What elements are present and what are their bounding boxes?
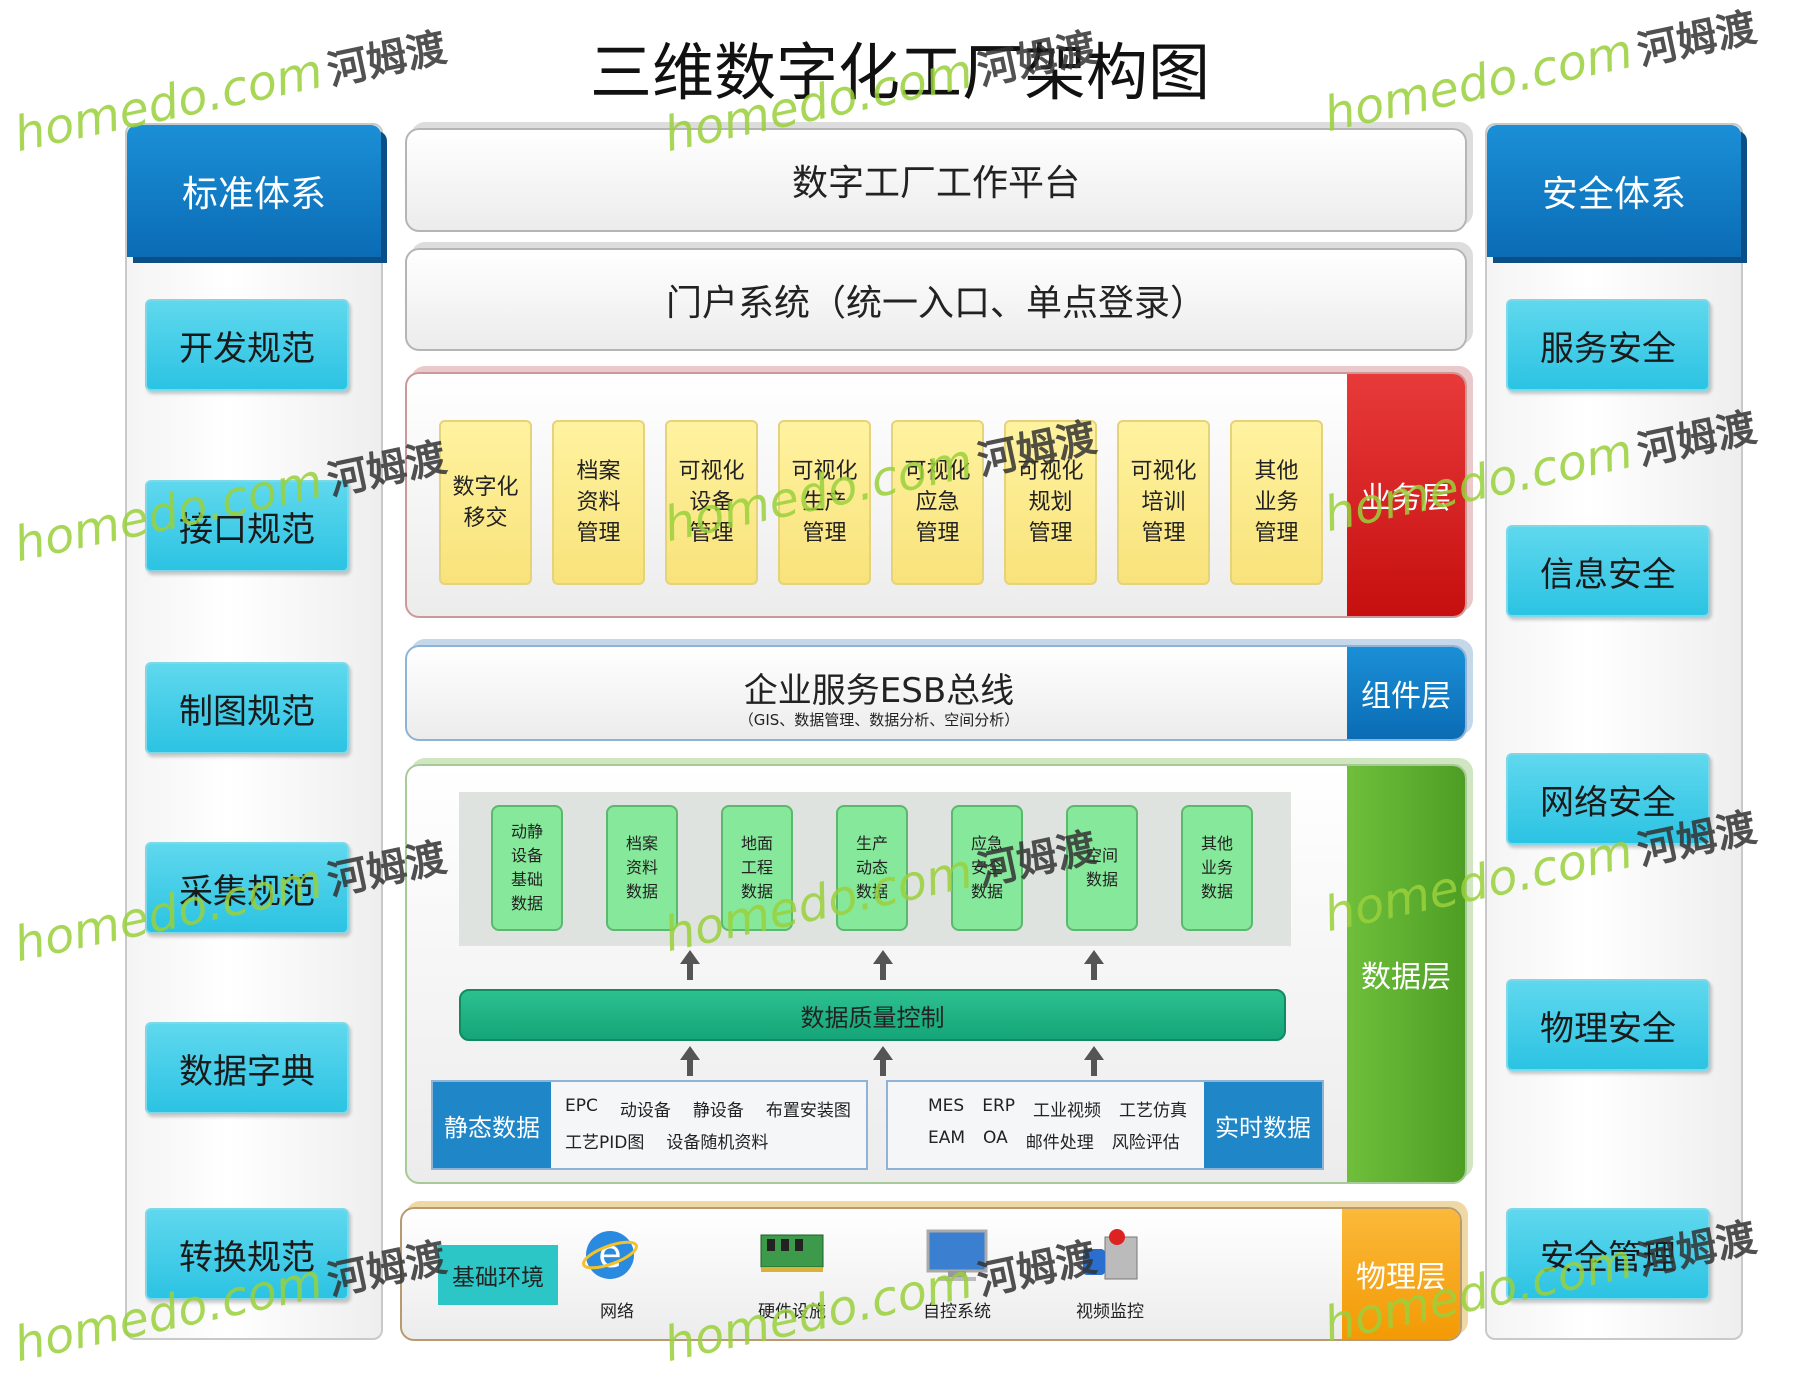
security-item: 安全管理 bbox=[1506, 1208, 1710, 1300]
base-environment: 基础环境 bbox=[438, 1245, 558, 1305]
business-module-label: 档案 资料 管理 bbox=[576, 459, 621, 546]
platform-label: 数字工厂工作平台 bbox=[791, 163, 1080, 204]
standard-item: 制图规范 bbox=[145, 662, 349, 754]
standard-item: 开发规范 bbox=[145, 299, 349, 391]
business-module: 其他 业务 管理 bbox=[1230, 420, 1323, 585]
standard-item: 采集规范 bbox=[145, 842, 349, 934]
security-header: 安全体系 bbox=[1487, 125, 1741, 257]
up-arrow-icon bbox=[680, 950, 700, 980]
up-arrow-icon bbox=[873, 950, 893, 980]
data-module: 空间 数据 bbox=[1066, 805, 1138, 931]
physical-item-label: 硬件设施 bbox=[758, 1302, 826, 1322]
data-module-label: 动静 设备 基础 数据 bbox=[510, 822, 543, 913]
data-source-item: EPC bbox=[565, 1096, 598, 1116]
business-module: 可视化 设备 管理 bbox=[665, 420, 758, 585]
svg-text:e: e bbox=[598, 1232, 621, 1276]
business-module-label: 可视化 生产 管理 bbox=[791, 459, 858, 546]
component-layer: 企业服务ESB总线 （GIS、数据管理、数据分析、空间分析） 组件层 bbox=[405, 645, 1467, 741]
data-source-item: 静设备 bbox=[692, 1101, 744, 1121]
platform-bar: 数字工厂工作平台 bbox=[405, 128, 1467, 232]
data-module-label: 应急 安全 数据 bbox=[970, 834, 1003, 901]
standard-item: 转换规范 bbox=[145, 1208, 349, 1300]
video-surveillance-icon bbox=[1075, 1227, 1145, 1287]
data-module-label: 其他 业务 数据 bbox=[1200, 834, 1233, 901]
data-module-label: 地面 工程 数据 bbox=[740, 834, 773, 901]
data-layer-tag: 数据层 bbox=[1347, 766, 1465, 1182]
business-module-label: 可视化 规划 管理 bbox=[1017, 459, 1084, 546]
esb-title: 企业服务ESB总线 bbox=[743, 671, 1015, 711]
data-source-item: 设备随机资料 bbox=[666, 1133, 769, 1153]
security-item: 物理安全 bbox=[1506, 979, 1710, 1071]
physical-layer-tag: 物理层 bbox=[1342, 1209, 1460, 1339]
up-arrow-icon bbox=[1084, 950, 1104, 980]
data-module: 其他 业务 数据 bbox=[1181, 805, 1253, 931]
business-layer-tag: 业务层 bbox=[1347, 374, 1465, 616]
page-title: 三维数字化工厂架构图 bbox=[589, 36, 1210, 109]
physical-item-label: 网络 bbox=[600, 1302, 634, 1322]
business-module: 可视化 生产 管理 bbox=[778, 420, 871, 585]
realtime-data-box: 实时数据 MES ERP 工业视频工艺仿真 EAM OA 邮件处理风险评估 bbox=[886, 1080, 1324, 1170]
business-module-label: 可视化 设备 管理 bbox=[678, 459, 745, 546]
physical-item-label: 视频监控 bbox=[1076, 1302, 1144, 1322]
hardware-icon bbox=[757, 1227, 827, 1281]
data-source-item: 动设备 bbox=[619, 1101, 671, 1121]
static-data-label: 静态数据 bbox=[433, 1082, 551, 1168]
physical-layer: 基础环境 e 网络 硬件设施 自控系统 视频监控 物理层 bbox=[400, 1207, 1462, 1341]
network-icon: e bbox=[582, 1227, 638, 1287]
business-module: 可视化 规划 管理 bbox=[1004, 420, 1097, 585]
data-module: 动静 设备 基础 数据 bbox=[491, 805, 563, 931]
standard-item: 接口规范 bbox=[145, 480, 349, 572]
component-layer-tag: 组件层 bbox=[1347, 647, 1465, 739]
data-source-item: 邮件处理 bbox=[1025, 1133, 1094, 1153]
business-module: 数字化 移交 bbox=[439, 420, 532, 585]
data-items-panel: 动静 设备 基础 数据 档案 资料 数据 地面 工程 数据 生产 动态 数据 应急 安全… bbox=[459, 792, 1291, 946]
esb-subtitle: （GIS、数据管理、数据分析、空间分析） bbox=[738, 711, 1020, 729]
data-source-item: 工艺仿真 bbox=[1119, 1101, 1188, 1121]
data-source-item: OA bbox=[983, 1128, 1008, 1148]
data-source-item: 工艺PID图 bbox=[565, 1133, 645, 1153]
data-module: 地面 工程 数据 bbox=[721, 805, 793, 931]
data-source-item: ERP bbox=[982, 1096, 1016, 1116]
data-module: 应急 安全 数据 bbox=[951, 805, 1023, 931]
business-module-label: 数字化 移交 bbox=[452, 474, 519, 531]
data-module: 档案 资料 数据 bbox=[606, 805, 678, 931]
data-module: 生产 动态 数据 bbox=[836, 805, 908, 931]
standard-item: 数据字典 bbox=[145, 1022, 349, 1114]
business-layer: 数字化 移交 档案 资料 管理 可视化 设备 管理可视化 生产 管理可视化 应急 管… bbox=[405, 372, 1467, 618]
data-source-item: EAM bbox=[928, 1128, 966, 1148]
business-module-label: 可视化 应急 管理 bbox=[904, 459, 971, 546]
security-item: 信息安全 bbox=[1506, 525, 1710, 617]
portal-bar: 门户系统（统一入口、单点登录） bbox=[405, 248, 1467, 351]
data-module-label: 生产 动态 数据 bbox=[855, 834, 888, 901]
up-arrow-icon bbox=[680, 1046, 700, 1076]
control-system-icon bbox=[922, 1227, 992, 1287]
data-quality-control: 数据质量控制 bbox=[459, 989, 1286, 1041]
data-source-item: 布置安装图 bbox=[765, 1101, 851, 1121]
data-source-item: MES bbox=[928, 1096, 965, 1116]
realtime-data-label: 实时数据 bbox=[1204, 1082, 1322, 1168]
static-data-box: 静态数据 EPC 动设备 静设备 布置安装图 工艺PID图 设备随机资料 bbox=[431, 1080, 868, 1170]
business-module: 可视化 应急 管理 bbox=[891, 420, 984, 585]
up-arrow-icon bbox=[1084, 1046, 1104, 1076]
business-module-label: 可视化 培训 管理 bbox=[1130, 459, 1197, 546]
data-source-item: 工业视频 bbox=[1033, 1101, 1102, 1121]
business-module: 档案 资料 管理 bbox=[552, 420, 645, 585]
security-item: 网络安全 bbox=[1506, 753, 1710, 845]
business-module-label: 其他 业务 管理 bbox=[1254, 459, 1299, 546]
up-arrow-icon bbox=[873, 1046, 893, 1076]
standards-header: 标准体系 bbox=[127, 125, 381, 257]
portal-label: 门户系统（统一入口、单点登录） bbox=[665, 282, 1206, 324]
physical-item-label: 自控系统 bbox=[923, 1302, 991, 1322]
security-item: 服务安全 bbox=[1506, 299, 1710, 391]
data-module-label: 档案 资料 数据 bbox=[625, 834, 658, 901]
data-module-label: 空间 数据 bbox=[1085, 846, 1118, 889]
data-source-item: 风险评估 bbox=[1111, 1133, 1180, 1153]
business-module: 可视化 培训 管理 bbox=[1117, 420, 1210, 585]
